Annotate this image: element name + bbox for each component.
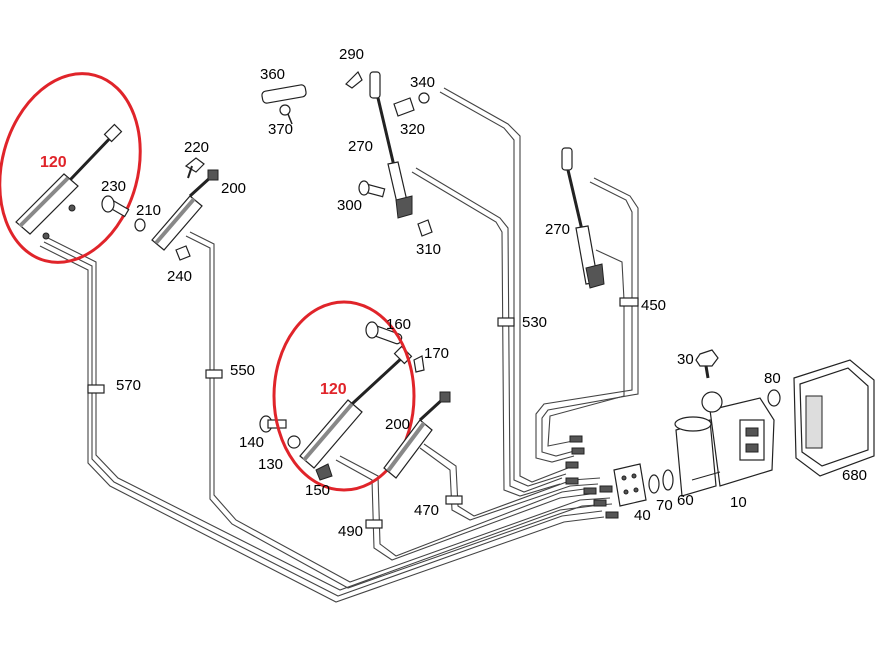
cover-680 [793, 359, 875, 477]
label-570: 570 [116, 377, 141, 394]
bolt-30 [695, 349, 719, 379]
gas-strut-120-center [299, 345, 413, 469]
washer-130 [287, 435, 301, 449]
label-450: 450 [641, 297, 666, 314]
label-140: 140 [239, 434, 264, 451]
bolt-300 [358, 180, 386, 198]
label-170: 170 [424, 345, 449, 362]
bracket-290 [345, 70, 363, 89]
bracket-220 [184, 157, 205, 179]
label-210: 210 [136, 202, 161, 219]
gas-strut-200-center [383, 391, 451, 479]
clip-150 [315, 463, 333, 481]
bolt-140 [259, 415, 287, 433]
label-150: 150 [305, 482, 330, 499]
highlight-circle-center [272, 300, 416, 492]
label-370: 370 [268, 121, 293, 138]
label-490: 490 [338, 523, 363, 540]
bolt-230 [101, 195, 130, 218]
highlight-circle-left [0, 72, 142, 264]
label-290: 290 [339, 46, 364, 63]
label-30: 30 [677, 351, 694, 368]
hydraulic-lines [39, 87, 639, 603]
label-340: 340 [410, 74, 435, 91]
gas-strut-270-center [369, 71, 413, 219]
label-130: 130 [258, 456, 283, 473]
label-550: 550 [230, 362, 255, 379]
clip-170 [413, 355, 425, 373]
highlight-label-left: 120 [40, 154, 67, 171]
label-160: 160 [386, 316, 411, 333]
pipe-end-fittings [565, 435, 619, 519]
label-680: 680 [842, 467, 867, 484]
label-240: 240 [167, 268, 192, 285]
label-230: 230 [101, 178, 126, 195]
label-200-center: 200 [385, 416, 410, 433]
label-470: 470 [414, 502, 439, 519]
nut-340 [418, 92, 430, 104]
label-200-top: 200 [221, 180, 246, 197]
screw-370 [279, 104, 293, 125]
clip-240 [175, 245, 191, 261]
label-270-right: 270 [545, 221, 570, 238]
label-320: 320 [400, 121, 425, 138]
label-270-center: 270 [348, 138, 373, 155]
pipe-clamps [87, 297, 639, 529]
label-60: 60 [677, 492, 694, 509]
seal-70 [648, 474, 660, 494]
label-310: 310 [416, 241, 441, 258]
highlight-label-center: 120 [320, 381, 347, 398]
hydraulic-pump-10 [674, 391, 775, 497]
pin-360 [261, 84, 307, 104]
part-labels: 360 370 290 340 320 270 300 310 270 450 … [101, 46, 867, 540]
label-300: 300 [337, 197, 362, 214]
gas-strut-200-top [151, 169, 219, 251]
label-360: 360 [260, 66, 285, 83]
label-70: 70 [656, 497, 673, 514]
gas-strut-270-right [561, 147, 605, 289]
label-220: 220 [184, 139, 209, 156]
plate-40 [613, 463, 647, 507]
label-40: 40 [634, 507, 651, 524]
label-10: 10 [730, 494, 747, 511]
clip-310 [417, 219, 433, 237]
washer-210 [134, 218, 146, 232]
plate-320 [393, 97, 415, 117]
seal-60 [662, 469, 674, 491]
washer-80 [767, 389, 781, 407]
label-80: 80 [764, 370, 781, 387]
label-530: 530 [522, 314, 547, 331]
gas-strut-120-left [15, 123, 123, 240]
